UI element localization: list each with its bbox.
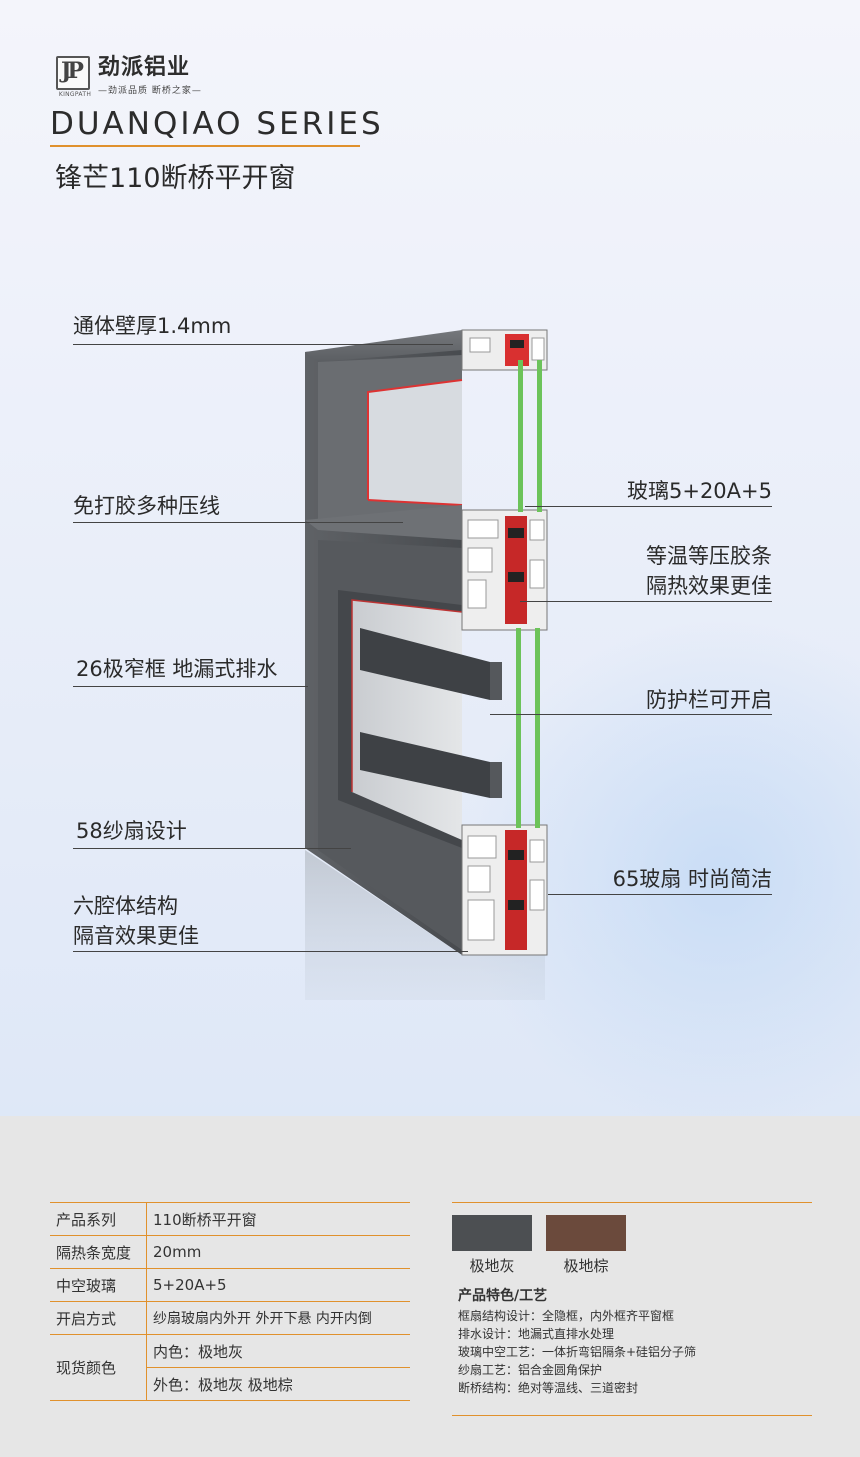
guard-bar-lower-end — [490, 762, 502, 798]
label-wall-thickness: 通体壁厚1.4mm — [73, 314, 232, 338]
spec-key: 隔热条宽度 — [50, 1235, 147, 1269]
brand-name: 劲派铝业 — [98, 55, 191, 80]
list-item: 断桥结构：绝对等温线、三道密封 — [458, 1381, 639, 1395]
label-glass: 玻璃5+20A+5 — [626, 479, 772, 503]
spec-key: 现货颜色 — [50, 1334, 147, 1401]
leader-line — [73, 344, 453, 345]
leader-line — [490, 714, 772, 715]
floor-reflection — [305, 850, 545, 1000]
label-glass-sash: 65玻扇 时尚简洁 — [612, 867, 772, 891]
leader-line — [73, 848, 351, 849]
label-screen-sash: 58纱扇设计 — [76, 819, 187, 843]
middle-profile-section — [461, 509, 548, 631]
label-glue-free: 免打胶多种压线 — [73, 494, 220, 518]
table-row: 现货颜色 内色：极地灰 — [50, 1334, 410, 1401]
guard-bar-lower — [360, 732, 490, 798]
spec-value: 110断桥平开窗 — [146, 1202, 410, 1236]
leader-line — [73, 522, 403, 523]
leader-line — [73, 951, 468, 952]
spec-table: 产品系列 110断桥平开窗 隔热条宽度 20mm 中空玻璃 5+20A+5 开启… — [50, 1202, 410, 1401]
product-title: 锋芒110断桥平开窗 — [55, 163, 296, 194]
top-profile-section — [461, 329, 548, 371]
table-row: 开启方式 纱扇玻扇内外开 外开下悬 内开内倒 — [50, 1301, 410, 1335]
spec-value: 内色：极地灰 — [146, 1334, 410, 1368]
list-item: 排水设计：地漏式直排水处理 — [458, 1327, 615, 1341]
spec-value: 外色：极地灰 极地棕 — [146, 1367, 410, 1401]
upper-opening-glass — [368, 380, 462, 505]
window-section-illustration — [305, 329, 548, 1000]
swatch-label: 极地灰 — [469, 1257, 515, 1275]
features-box: 极地灰 极地棕 产品特色/工艺 框扇结构设计：全隐框，内外框齐平窗框 排水设计：… — [452, 1202, 812, 1416]
color-swatch-brown — [546, 1215, 626, 1251]
brand-slogan: —劲派品质 断桥之家— — [98, 86, 202, 96]
heading-underline — [50, 145, 360, 147]
table-row: 隔热条宽度 20mm — [50, 1235, 410, 1269]
swatch-label: 极地棕 — [563, 1257, 609, 1275]
features-list: 框扇结构设计：全隐框，内外框齐平窗框 排水设计：地漏式直排水处理 玻璃中空工艺：… — [458, 1307, 696, 1397]
label-gasket-2: 隔热效果更佳 — [646, 574, 772, 598]
logo-mark: JP KINGPATH — [56, 56, 91, 98]
spec-key: 开启方式 — [50, 1301, 147, 1335]
spec-key: 产品系列 — [50, 1202, 147, 1236]
guard-bar-upper — [360, 628, 490, 700]
spec-value: 纱扇玻扇内外开 外开下悬 内开内倒 — [146, 1301, 410, 1335]
upper-gasket-line — [367, 379, 463, 500]
leader-line — [520, 601, 772, 602]
table-row: 产品系列 110断桥平开窗 — [50, 1202, 410, 1236]
logo-small-text: KINGPATH — [58, 91, 92, 98]
list-item: 框扇结构设计：全隐框，内外框齐平窗框 — [458, 1309, 675, 1323]
spec-key: 中空玻璃 — [50, 1268, 147, 1302]
series-heading: DUANQIAO SERIES — [50, 106, 384, 142]
leader-line — [525, 506, 772, 507]
logo-text: 劲派铝业 —劲派品质 断桥之家— — [98, 55, 202, 97]
bottom-profile-section — [461, 824, 548, 956]
logo-letters: JP — [61, 58, 84, 84]
label-six-cavity-2: 隔音效果更佳 — [73, 924, 199, 948]
spec-panel: 产品系列 110断桥平开窗 隔热条宽度 20mm 中空玻璃 5+20A+5 开启… — [0, 1116, 860, 1457]
leader-line — [548, 894, 772, 895]
label-gasket-1: 等温等压胶条 — [646, 544, 772, 568]
label-six-cavity-1: 六腔体结构 — [73, 894, 178, 918]
leader-line — [73, 686, 308, 687]
sash-gasket-line — [351, 599, 463, 792]
list-item: 纱扇工艺：铝合金圆角保护 — [458, 1363, 603, 1377]
brand-logo: JP KINGPATH 劲派铝业 —劲派品质 断桥之家— — [56, 55, 202, 98]
color-swatch-grey — [452, 1215, 532, 1251]
double-glazing — [516, 360, 542, 828]
guard-bar-upper-end — [490, 662, 502, 700]
spec-value: 20mm — [146, 1235, 410, 1269]
label-narrow-frame: 26极窄框 地漏式排水 — [76, 657, 278, 681]
spec-value: 5+20A+5 — [146, 1268, 410, 1302]
features-title: 产品特色/工艺 — [458, 1288, 548, 1304]
table-row: 中空玻璃 5+20A+5 — [50, 1268, 410, 1302]
label-guard: 防护栏可开启 — [646, 688, 772, 712]
list-item: 玻璃中空工艺：一体折弯铝隔条+硅铝分子筛 — [458, 1345, 697, 1359]
table-row: 外色：极地灰 极地棕 — [50, 1367, 410, 1401]
